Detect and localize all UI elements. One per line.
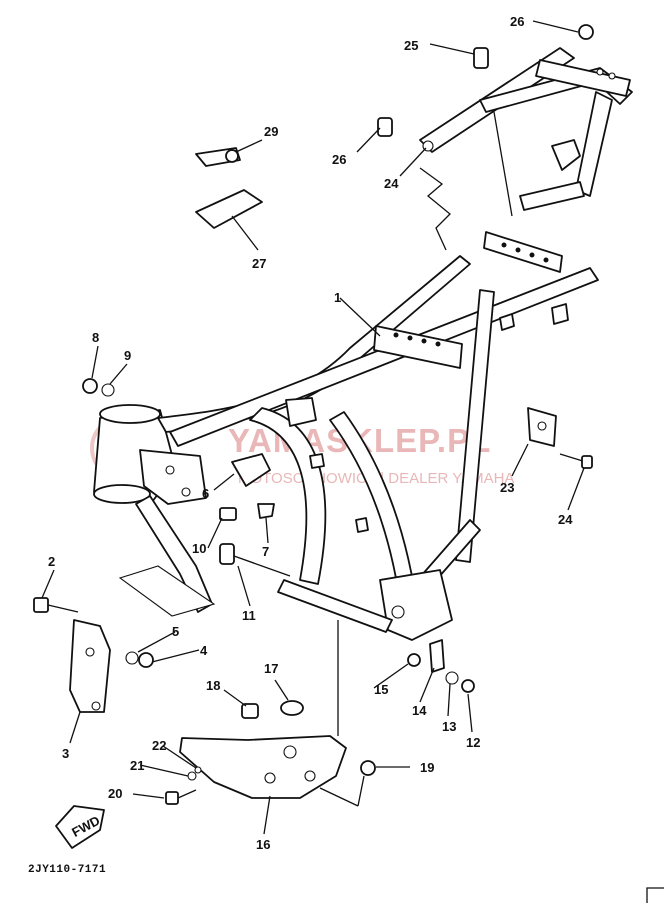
sticker-plate <box>118 565 216 617</box>
main-spar <box>249 407 327 585</box>
callout-10: 10 <box>192 541 206 556</box>
callout-26: 25 <box>404 38 418 53</box>
washer-13 <box>445 671 459 685</box>
cross-plate-rear-holes <box>501 242 549 263</box>
leader-lines <box>41 20 585 835</box>
rear-subframe <box>419 47 633 251</box>
corner-mark <box>646 887 664 903</box>
callout-15: 15 <box>374 682 388 697</box>
callout-6: 6 <box>202 486 209 501</box>
main-frame <box>93 231 599 641</box>
cross-plate-rear <box>483 231 563 273</box>
washer-21 <box>187 771 197 781</box>
callout-26b: 26 <box>332 152 346 167</box>
bolt-2-shank <box>47 604 79 613</box>
frame-tab <box>551 303 569 325</box>
callout-19: 19 <box>420 760 434 775</box>
callout-labels: 26 25 29 26 24 27 1 8 9 23 6 24 10 7 2 1… <box>48 14 573 852</box>
grommet-17 <box>280 700 304 716</box>
fwd-arrow: FWD <box>55 805 105 849</box>
collar-22 <box>194 766 202 774</box>
front-downtube <box>135 495 213 613</box>
under-cowl <box>165 639 475 805</box>
bracket-6 <box>231 453 271 487</box>
steering-head-bottom <box>93 484 151 504</box>
callout-29: 29 <box>264 124 278 139</box>
callout-2: 2 <box>48 554 55 569</box>
screw-19 <box>360 760 376 776</box>
callout-23: 23 <box>500 480 514 495</box>
callout-24: 24 <box>558 512 573 527</box>
callout-28: 27 <box>252 256 266 271</box>
break-line <box>419 167 451 251</box>
callout-11: 11 <box>242 608 256 623</box>
subframe-down-strut <box>575 91 613 197</box>
callout-16: 16 <box>256 837 270 852</box>
long-bolt-11-shank <box>233 555 291 577</box>
spar-gusset <box>285 397 317 427</box>
long-bolt-11-head <box>219 543 235 565</box>
washer-9 <box>101 383 115 397</box>
engine-mount <box>33 543 291 713</box>
bolt-27 <box>578 24 594 40</box>
damper-18 <box>241 703 259 719</box>
callout-9: 9 <box>124 348 131 363</box>
fwd-arrow-shape <box>55 805 105 849</box>
subframe-bracket <box>551 139 581 171</box>
fasteners-upper <box>82 24 594 521</box>
callout-21: 21 <box>130 758 144 773</box>
frame-tab <box>355 517 369 533</box>
callout-13: 13 <box>442 719 456 734</box>
washer-5 <box>125 651 139 665</box>
nut-15 <box>407 653 421 667</box>
callout-14: 14 <box>412 703 427 718</box>
lower-cross-tube <box>277 579 393 633</box>
pivot-hole <box>391 605 405 619</box>
bolt-24-head <box>581 455 593 469</box>
frame-tab <box>499 313 515 331</box>
callout-18: 18 <box>206 678 220 693</box>
bolt-2-head <box>33 597 49 613</box>
nut-4 <box>138 652 154 668</box>
bracket-14 <box>429 639 445 673</box>
subframe-mount-tab <box>519 181 585 211</box>
screw-20-head <box>165 791 179 805</box>
callout-17: 17 <box>264 661 278 676</box>
callout-25: 24 <box>384 176 399 191</box>
callout-8: 8 <box>92 330 99 345</box>
callout-3: 3 <box>62 746 69 761</box>
callout-20: 20 <box>108 786 122 801</box>
callout-4: 4 <box>200 643 208 658</box>
nut-12 <box>461 679 475 693</box>
rear-down-tube <box>455 289 495 563</box>
callout-27: 26 <box>510 14 524 29</box>
callout-1: 1 <box>334 290 341 305</box>
damper-pad <box>195 189 263 229</box>
pivot-plate <box>379 569 453 641</box>
mount-leader <box>493 111 513 217</box>
bolt-7 <box>257 503 275 519</box>
nut-8 <box>82 378 98 394</box>
seat-clip-knob <box>225 149 239 163</box>
callout-22: 22 <box>152 738 166 753</box>
engine-bracket-3 <box>69 619 111 713</box>
mount-26b <box>377 117 393 137</box>
diagram-code: 2JY110-7171 <box>28 864 106 876</box>
cross-plate-holes <box>393 332 441 347</box>
bolt-10 <box>219 507 237 521</box>
mount-26 <box>473 47 489 69</box>
frame-tab <box>309 453 325 469</box>
steering-head-top <box>99 404 161 424</box>
callout-5: 5 <box>172 624 179 639</box>
seat-parts <box>195 147 263 229</box>
callout-7: 7 <box>262 544 269 559</box>
callout-12: 12 <box>466 735 480 750</box>
